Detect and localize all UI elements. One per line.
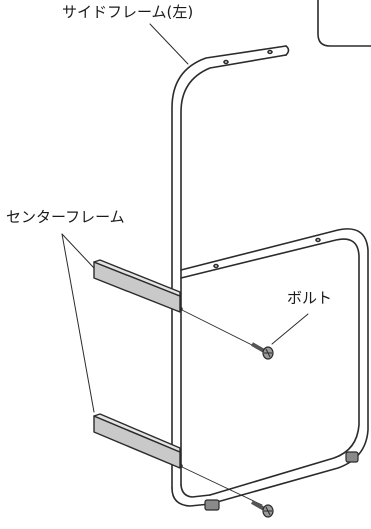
bolt-icon — [251, 500, 274, 518]
frame-foot — [204, 451, 359, 511]
frame-hole — [223, 59, 229, 65]
bolt-path-top — [181, 309, 263, 351]
bolt-icon — [251, 342, 274, 360]
center-frame-label: センターフレーム — [6, 208, 125, 226]
frame-hole — [267, 49, 273, 55]
note-box-corner — [317, 0, 371, 47]
side-frame-right-inner — [180, 238, 360, 496]
side-frame-left-label: サイドフレーム(左) — [62, 3, 194, 21]
side-frame-left-bottom — [171, 487, 211, 507]
side-frame-end-cap — [285, 45, 290, 56]
leader-side-frame — [149, 23, 189, 65]
side-frame-left-inner — [180, 54, 287, 486]
center-frame-bar-top — [93, 259, 181, 313]
frame-hole — [315, 237, 321, 243]
leader-bolt — [271, 313, 309, 345]
center-frame-bar-bottom — [93, 413, 181, 469]
frame-hole — [213, 263, 219, 269]
leader-center-top — [61, 233, 95, 269]
bolt-label: ボルト — [287, 289, 333, 307]
side-frame-left-outer — [171, 45, 287, 489]
bolt-path-bottom — [181, 466, 263, 506]
side-frame-right-outer — [180, 228, 369, 505]
leader-center-bottom — [61, 233, 95, 413]
